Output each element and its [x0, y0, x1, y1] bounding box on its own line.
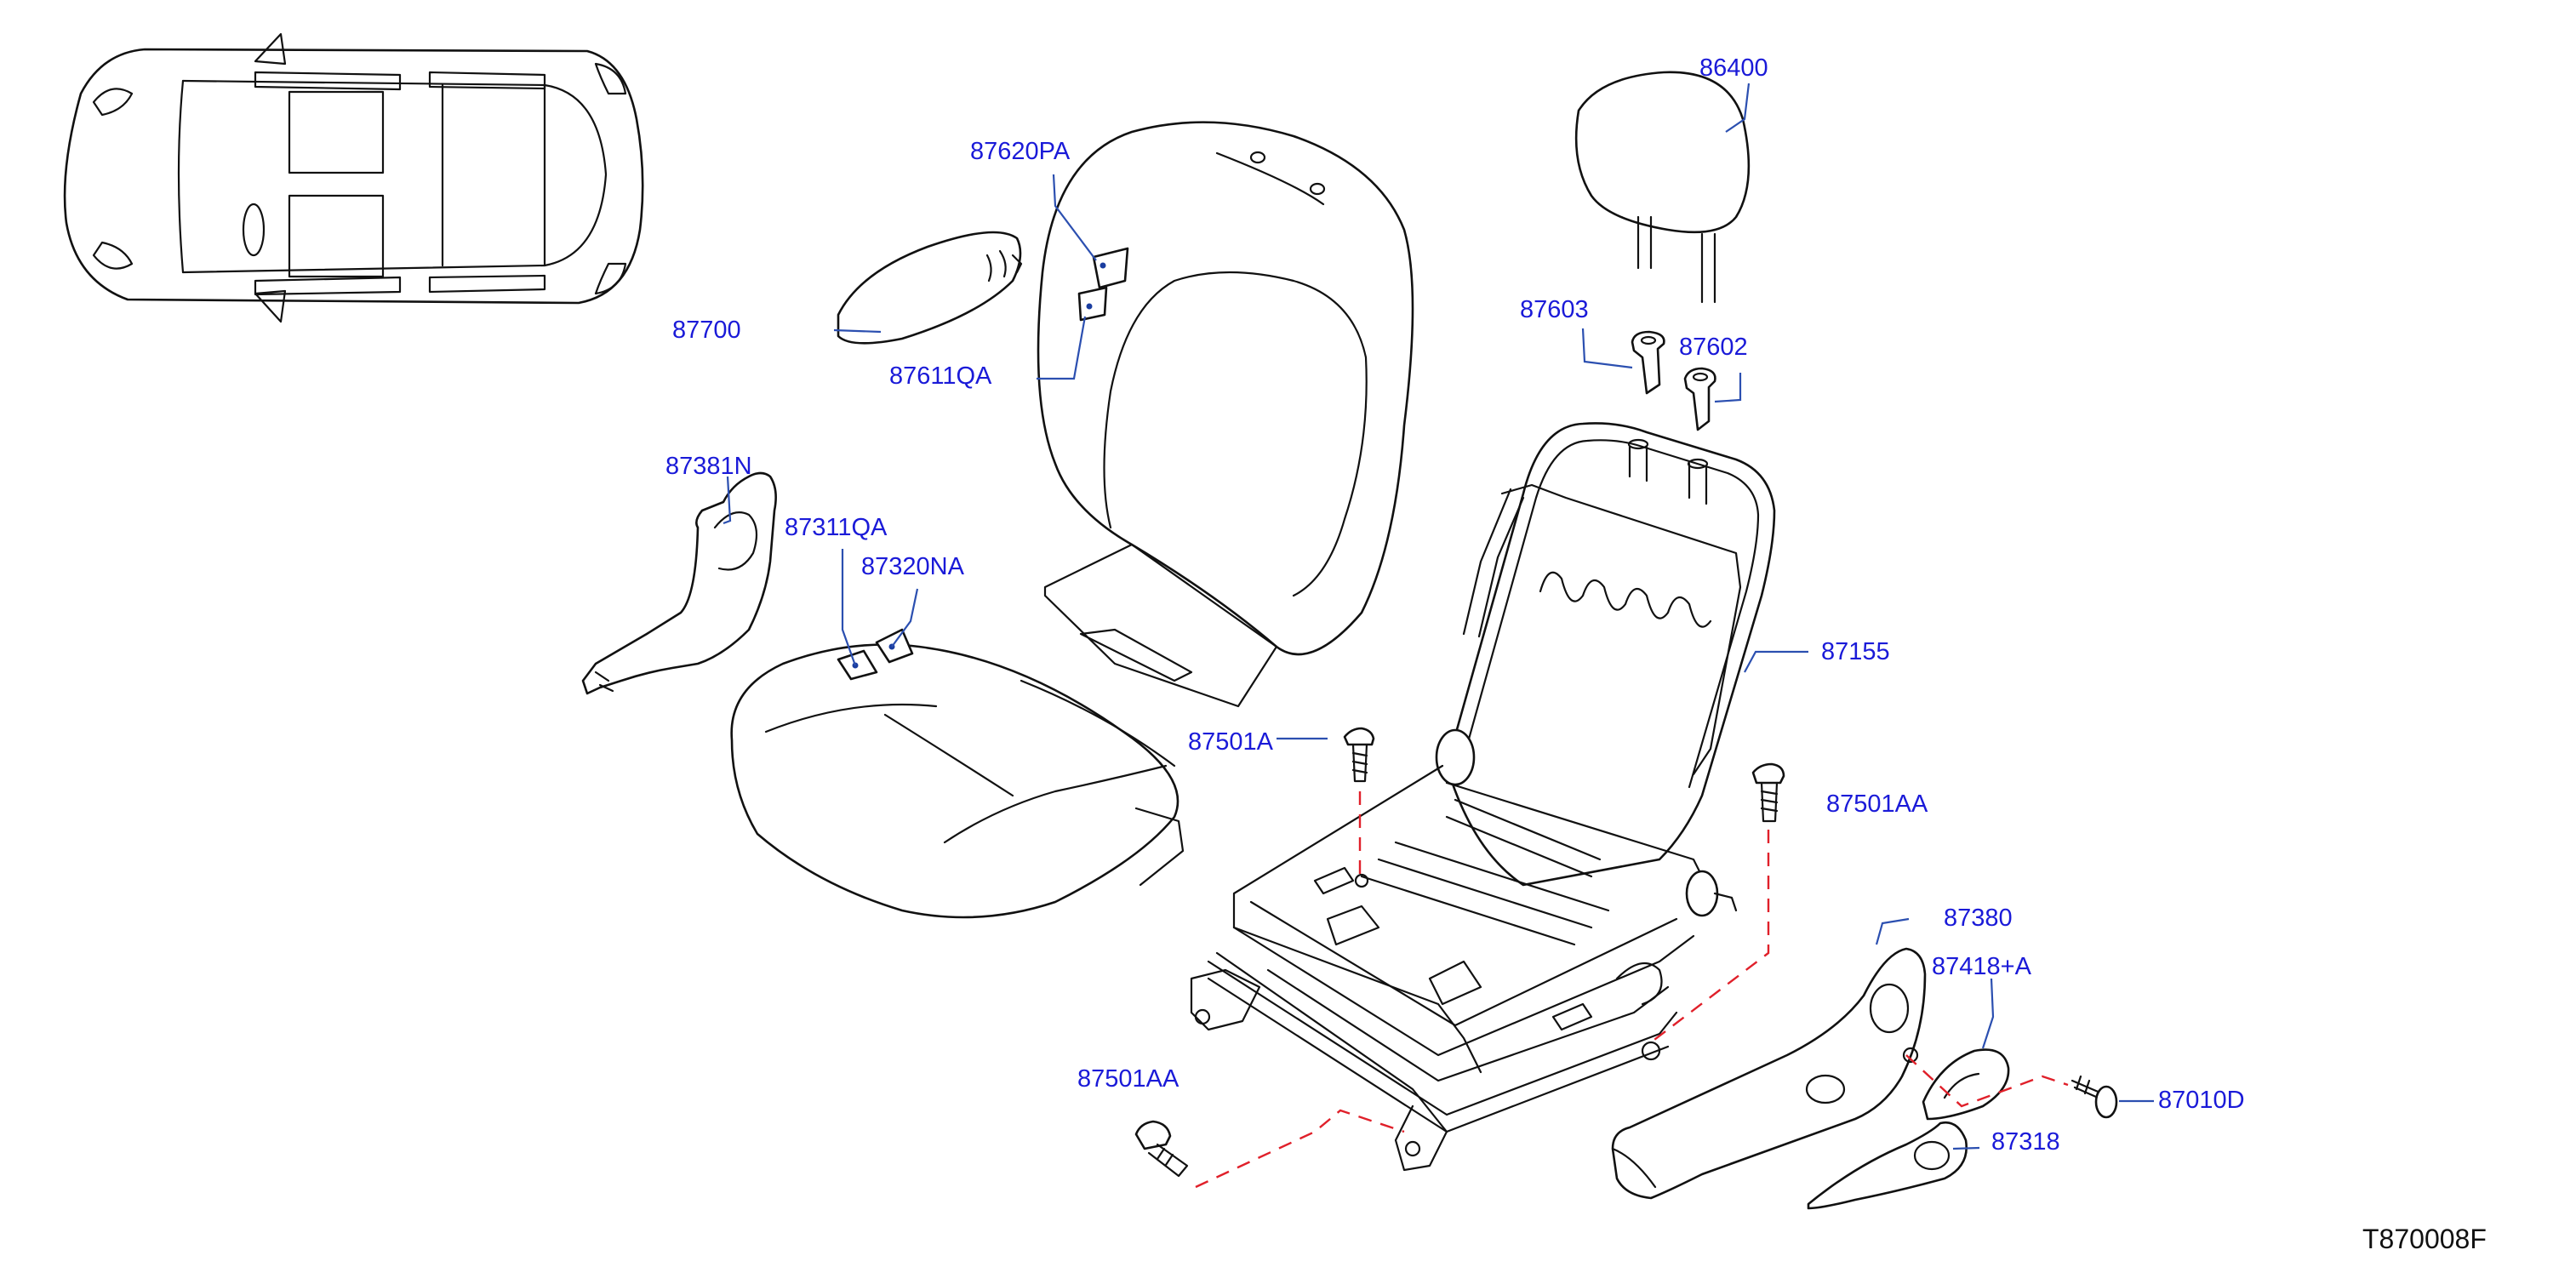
- callout-87501AA-bottom: 87501AA: [1077, 1065, 1179, 1093]
- callout-87501AA-right: 87501AA: [1826, 790, 1928, 818]
- part-87381N-finisher: [581, 471, 777, 695]
- callout-87311QA: 87311QA: [785, 514, 888, 541]
- callout-87611QA: 87611QA: [889, 362, 992, 390]
- part-87318-lever: [1807, 1121, 1968, 1210]
- callout-87602: 87602: [1679, 334, 1748, 361]
- phantom-lines: [1195, 791, 2069, 1189]
- callout-87501A: 87501A: [1188, 728, 1273, 756]
- callout-87010D: 87010D: [2158, 1087, 2245, 1114]
- drawing-code: T870008F: [2362, 1224, 2487, 1254]
- part-87700-pad: [837, 231, 1023, 345]
- callout-87155: 87155: [1821, 638, 1890, 665]
- callout-86400: 86400: [1699, 54, 1768, 82]
- callout-87603: 87603: [1520, 296, 1589, 323]
- part-86400-headrest: [1574, 71, 1751, 304]
- part-headrest-guides: [1631, 330, 1716, 431]
- part-cushion-clips: [837, 628, 914, 681]
- part-bolt-87501AA-bottom: [1134, 1120, 1189, 1178]
- leader-lines: [723, 83, 2154, 1150]
- part-seat-cushion: [730, 643, 1185, 919]
- callout-87380: 87380: [1944, 905, 2013, 932]
- part-87418A-knob: [1922, 1048, 2010, 1121]
- part-bolt-87501AA-right: [1751, 762, 1785, 823]
- part-seatback-cushion: [1037, 121, 1414, 708]
- part-87155-seat-frame: [1190, 422, 1776, 1172]
- callout-87620PA: 87620PA: [970, 138, 1071, 165]
- part-bolt-87501A: [1343, 727, 1375, 783]
- part-trim-clips: [1077, 247, 1129, 322]
- callout-87418A: 87418+A: [1932, 953, 2031, 980]
- part-87010D-screw: [2071, 1075, 2118, 1119]
- callout-87700: 87700: [672, 317, 741, 344]
- callout-87318: 87318: [1991, 1128, 2060, 1156]
- part-87380-finisher: [1611, 947, 1927, 1200]
- callout-87381N: 87381N: [665, 453, 752, 480]
- callout-87320NA: 87320NA: [861, 553, 964, 580]
- vehicle-locator-icon: [63, 32, 644, 323]
